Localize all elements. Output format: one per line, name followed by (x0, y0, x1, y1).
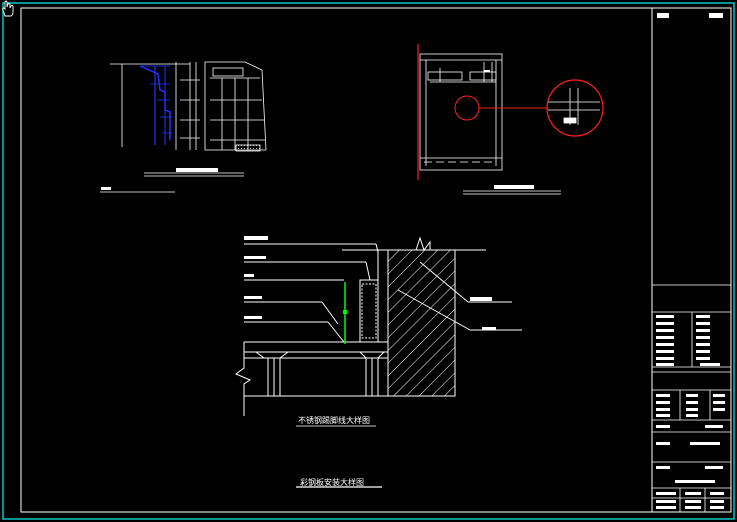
stair-section-label-bars (101, 168, 218, 190)
title-block (652, 284, 731, 512)
stair-section-detail (100, 61, 267, 193)
caption-panel-installation: 彩钢板安装大样图 (300, 477, 364, 487)
skirting-section-detail (235, 236, 522, 488)
caption-skirting-detail: 不锈钢踢脚线大样图 (298, 415, 370, 425)
hand-cursor-icon (2, 0, 14, 17)
title-block-text-bars (656, 13, 725, 509)
panel-wall-label-bars (484, 70, 534, 189)
panel-wall-detail (417, 44, 604, 195)
